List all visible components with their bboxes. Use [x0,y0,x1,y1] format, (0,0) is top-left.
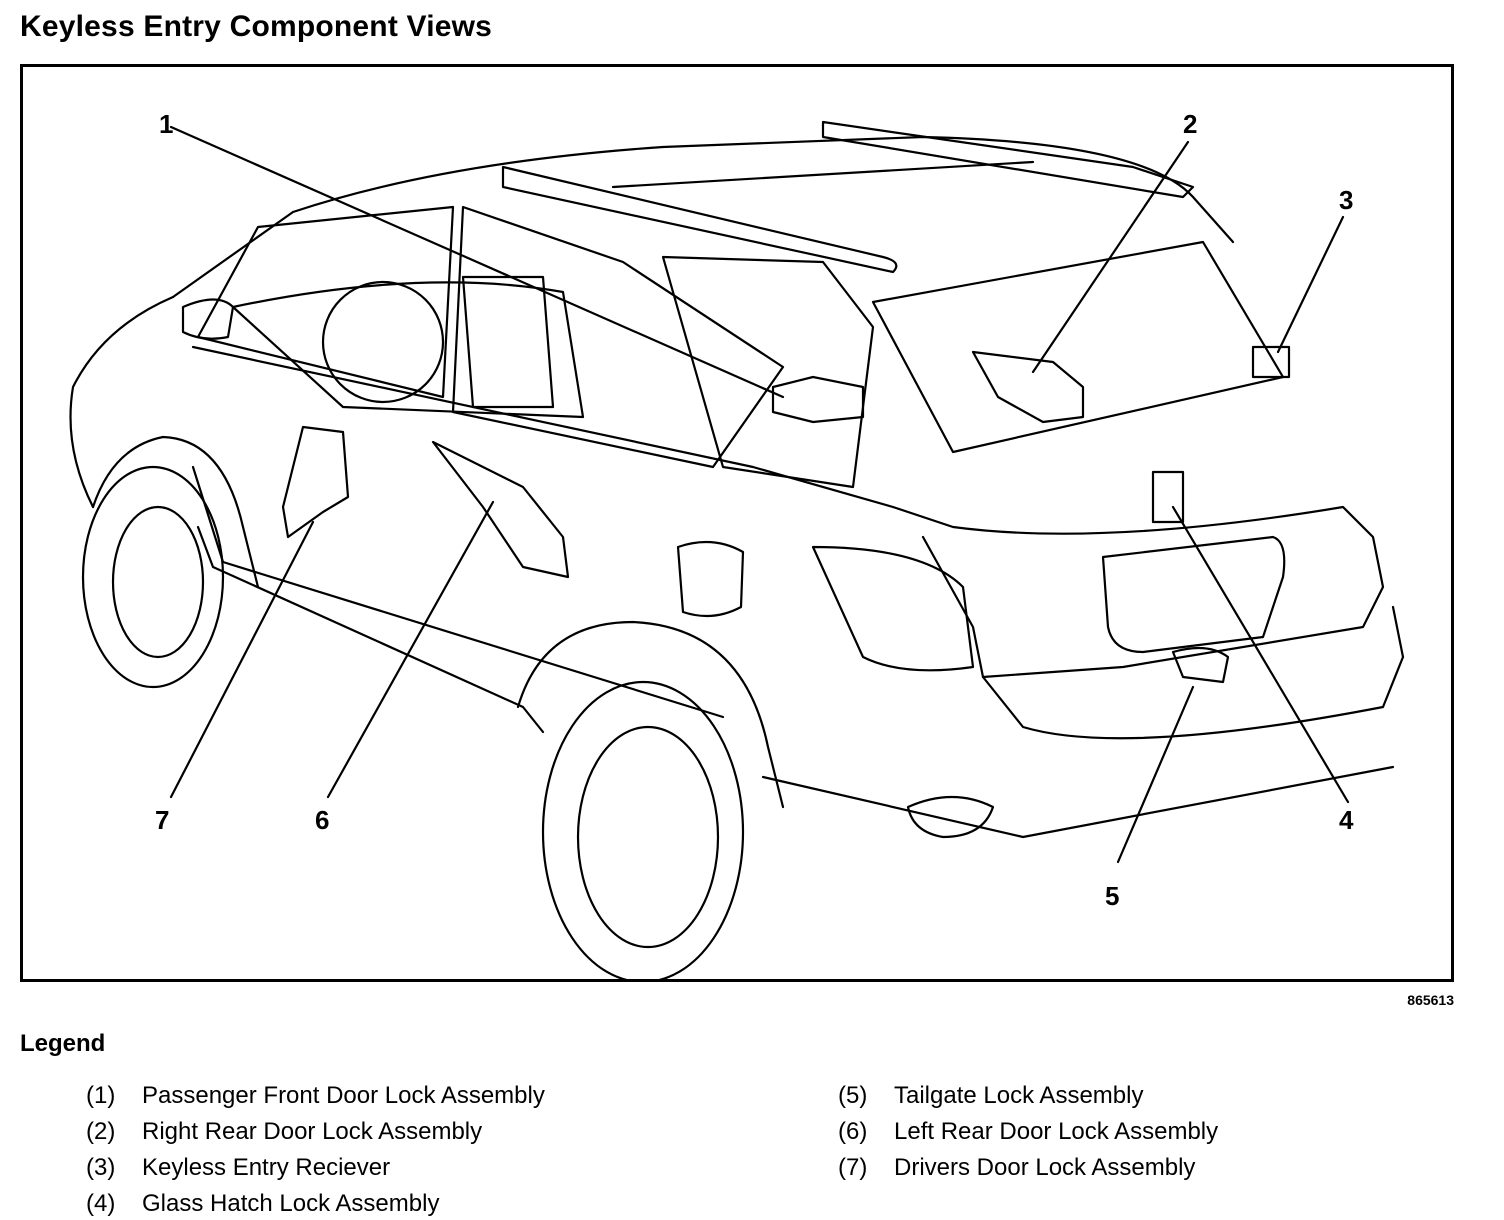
lock-assembly-6 [431,440,570,579]
callout-3: 3 [1339,185,1354,215]
leader-line-3 [1276,215,1345,354]
fog-light [906,795,995,839]
callout-2: 2 [1183,109,1198,139]
leader-line-6 [326,500,495,799]
hood [69,295,175,509]
legend-item: (6) Left Rear Door Lock Assembly [838,1118,1218,1146]
legend-item-number: (1) [86,1082,116,1109]
legend-item: (5) Tailgate Lock Assembly [838,1082,1143,1110]
legend-item-number: (6) [838,1118,868,1145]
roof-rail-left [501,165,898,274]
roof-rail-right [821,120,1195,199]
legend-item-label: Tailgate Lock Assembly [894,1082,1144,1109]
bumper-lower [761,765,1395,839]
roof-outline [171,135,1235,299]
lock-assembly-5 [1171,646,1230,684]
figure-id: 865613 [1407,992,1454,1008]
callout-6: 6 [315,805,330,835]
leader-line-7 [169,520,315,799]
legend-item-number: (2) [86,1118,116,1145]
front-wheel [81,465,225,689]
rear-door-window [451,205,785,469]
front-fender [91,435,260,589]
leader-line-1 [169,125,785,399]
legend-item-label: Keyless Entry Reciever [142,1154,391,1181]
lock-assembly-7 [281,425,350,539]
callout-7: 7 [155,805,170,835]
diagram-frame: 1 2 3 4 5 6 7 [20,64,1454,982]
leader-line-4 [1171,505,1350,804]
lock-assembly-2 [971,350,1085,424]
body-lower-side [196,525,545,734]
page-title: Keyless Entry Component Views [20,10,493,43]
roof-crossbar [611,160,1035,189]
legend-item-label: Glass Hatch Lock Assembly [142,1190,440,1217]
vehicle-illustration [69,120,1405,979]
rear-wheel-hub [576,725,720,949]
quarter-window [661,255,875,489]
lock-assembly-1 [771,375,865,424]
front-wheel-hub [111,505,205,659]
legend-item: (2) Right Rear Door Lock Assembly [86,1118,482,1146]
body-sill [191,465,725,719]
tail-light [811,545,975,672]
callout-1: 1 [159,109,174,139]
rear-wheel-arch [516,620,785,809]
license-recess [1101,535,1286,654]
legend-item-number: (3) [86,1154,116,1181]
callout-5: 5 [1105,881,1120,911]
callout-4: 4 [1339,805,1354,835]
legend-item: (7) Drivers Door Lock Assembly [838,1154,1195,1182]
legend-title: Legend [20,1030,106,1057]
legend-item-label: Right Rear Door Lock Assembly [142,1118,483,1145]
dashboard [231,281,585,419]
fuel-door [676,540,745,618]
legend-item: (1) Passenger Front Door Lock Assembly [86,1082,545,1110]
keyless-receiver [1251,345,1291,379]
leader-line-2 [1031,140,1190,374]
legend-item-label: Passenger Front Door Lock Assembly [142,1082,545,1109]
side-mirror [181,298,235,340]
legend-item-label: Left Rear Door Lock Assembly [894,1118,1219,1145]
legend-item-number: (5) [838,1082,868,1109]
center-console [461,275,555,409]
legend-item-number: (7) [838,1154,868,1181]
leader-line-5 [1116,685,1195,864]
legend-item: (4) Glass Hatch Lock Assembly [86,1190,439,1218]
legend-item-label: Drivers Door Lock Assembly [894,1154,1196,1181]
front-door-window [196,205,455,399]
legend-item-number: (4) [86,1190,116,1217]
steering-wheel [321,280,445,404]
legend-item: (3) Keyless Entry Reciever [86,1154,390,1182]
body-beltline [191,345,895,509]
rear-hatch-glass [871,240,1285,454]
rear-wheel [541,680,745,979]
